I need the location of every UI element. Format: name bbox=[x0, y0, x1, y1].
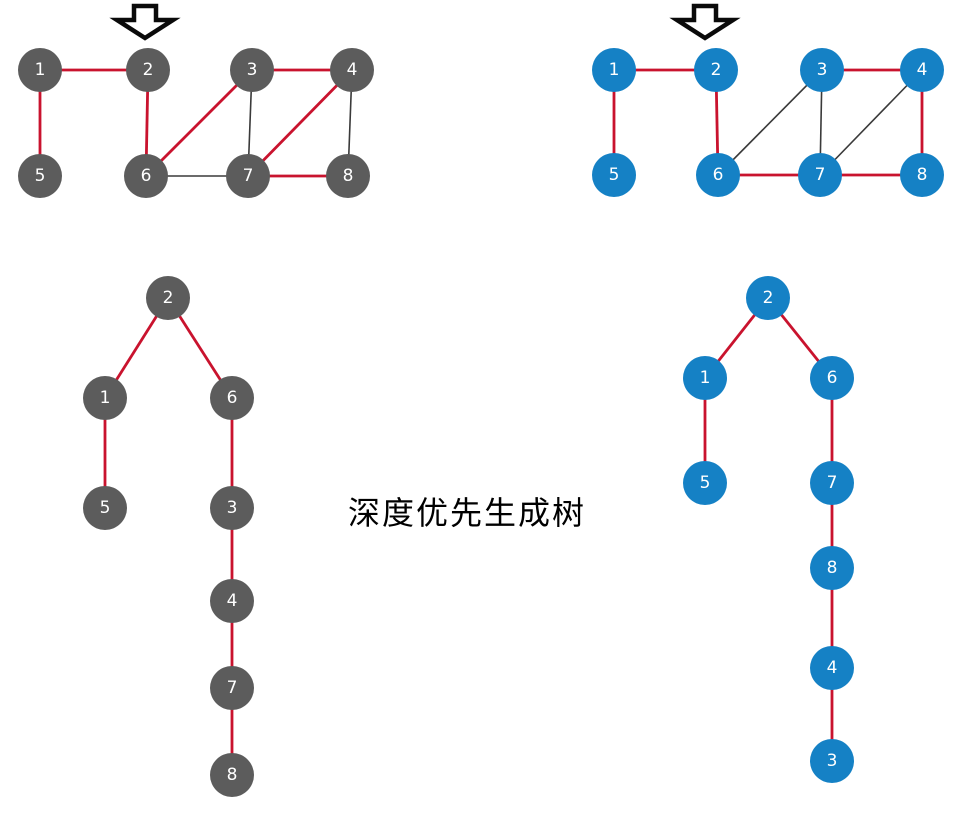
graph-node-label-3: 3 bbox=[827, 751, 838, 771]
graph-node-2 bbox=[146, 276, 190, 320]
graph-node-2 bbox=[126, 48, 170, 92]
graph-node-3 bbox=[230, 48, 274, 92]
graph-node-label-4: 4 bbox=[347, 60, 358, 80]
dfs-tree-gray: 1 2 3 4 5 6 7 8 bbox=[83, 276, 254, 797]
graph-node-label-5: 5 bbox=[609, 165, 620, 185]
graph-node-5 bbox=[683, 461, 727, 505]
graph-node-label-4: 4 bbox=[227, 591, 238, 611]
graph-node-7 bbox=[798, 153, 842, 197]
graph-node-2 bbox=[694, 48, 738, 92]
graph-node-label-4: 4 bbox=[827, 658, 838, 678]
graph-node-label-5: 5 bbox=[700, 473, 711, 493]
graph-edge-4-7 bbox=[247, 69, 353, 177]
graph-edge-4-7 bbox=[819, 69, 923, 176]
graph-node-label-5: 5 bbox=[100, 498, 111, 518]
graph-node-1 bbox=[683, 356, 727, 400]
graph-node-3 bbox=[800, 48, 844, 92]
graph-node-label-1: 1 bbox=[100, 388, 111, 408]
graph-node-8 bbox=[810, 546, 854, 590]
graph-edge-3-6 bbox=[717, 69, 823, 176]
graph-node-label-7: 7 bbox=[227, 678, 238, 698]
original-graph-blue: 1 2 3 4 5 6 7 8 bbox=[592, 3, 944, 197]
graph-node-label-1: 1 bbox=[700, 368, 711, 388]
graph-node-1 bbox=[83, 376, 127, 420]
graph-node-7 bbox=[226, 154, 270, 198]
graph-node-8 bbox=[210, 753, 254, 797]
graph-node-label-3: 3 bbox=[227, 498, 238, 518]
graph-node-label-1: 1 bbox=[609, 60, 620, 80]
graph-node-7 bbox=[810, 461, 854, 505]
original-graph-gray: 1 2 3 4 5 6 7 8 bbox=[18, 3, 374, 198]
graph-node-label-3: 3 bbox=[247, 60, 258, 80]
graph-node-5 bbox=[592, 153, 636, 197]
graph-node-4 bbox=[210, 579, 254, 623]
graph-node-label-8: 8 bbox=[827, 558, 838, 578]
graph-node-label-5: 5 bbox=[35, 166, 46, 186]
graph-node-8 bbox=[900, 153, 944, 197]
graph-node-7 bbox=[210, 666, 254, 710]
graph-node-6 bbox=[810, 356, 854, 400]
diagram-title: 深度优先生成树 bbox=[348, 494, 587, 532]
graph-node-label-7: 7 bbox=[815, 165, 826, 185]
graph-node-8 bbox=[326, 154, 370, 198]
graph-node-3 bbox=[210, 486, 254, 530]
graph-node-label-1: 1 bbox=[35, 60, 46, 80]
graph-node-4 bbox=[810, 646, 854, 690]
graph-node-label-7: 7 bbox=[827, 473, 838, 493]
graph-node-label-3: 3 bbox=[817, 60, 828, 80]
down-arrow-icon bbox=[669, 3, 741, 41]
graph-node-label-8: 8 bbox=[227, 765, 238, 785]
graph-node-1 bbox=[592, 48, 636, 92]
graph-edge-3-6 bbox=[145, 69, 253, 177]
graph-node-2 bbox=[746, 276, 790, 320]
graph-node-5 bbox=[83, 486, 127, 530]
graph-node-label-8: 8 bbox=[917, 165, 928, 185]
graph-node-label-4: 4 bbox=[917, 60, 928, 80]
graph-node-1 bbox=[18, 48, 62, 92]
graph-node-label-6: 6 bbox=[713, 165, 724, 185]
graph-node-label-6: 6 bbox=[827, 368, 838, 388]
graph-node-label-6: 6 bbox=[141, 166, 152, 186]
graph-node-label-2: 2 bbox=[711, 60, 722, 80]
graph-node-label-2: 2 bbox=[763, 288, 774, 308]
graph-node-6 bbox=[696, 153, 740, 197]
graph-node-label-8: 8 bbox=[343, 166, 354, 186]
graph-node-4 bbox=[900, 48, 944, 92]
graph-node-6 bbox=[124, 154, 168, 198]
graph-node-5 bbox=[18, 154, 62, 198]
graph-node-3 bbox=[810, 739, 854, 783]
graph-node-label-2: 2 bbox=[143, 60, 154, 80]
graph-node-label-2: 2 bbox=[163, 288, 174, 308]
graph-node-6 bbox=[210, 376, 254, 420]
graph-node-label-7: 7 bbox=[243, 166, 254, 186]
down-arrow-icon bbox=[109, 3, 181, 41]
dfs-tree-blue: 1 2 3 4 5 6 7 8 bbox=[683, 276, 854, 783]
graph-node-4 bbox=[330, 48, 374, 92]
graph-node-label-6: 6 bbox=[227, 388, 238, 408]
